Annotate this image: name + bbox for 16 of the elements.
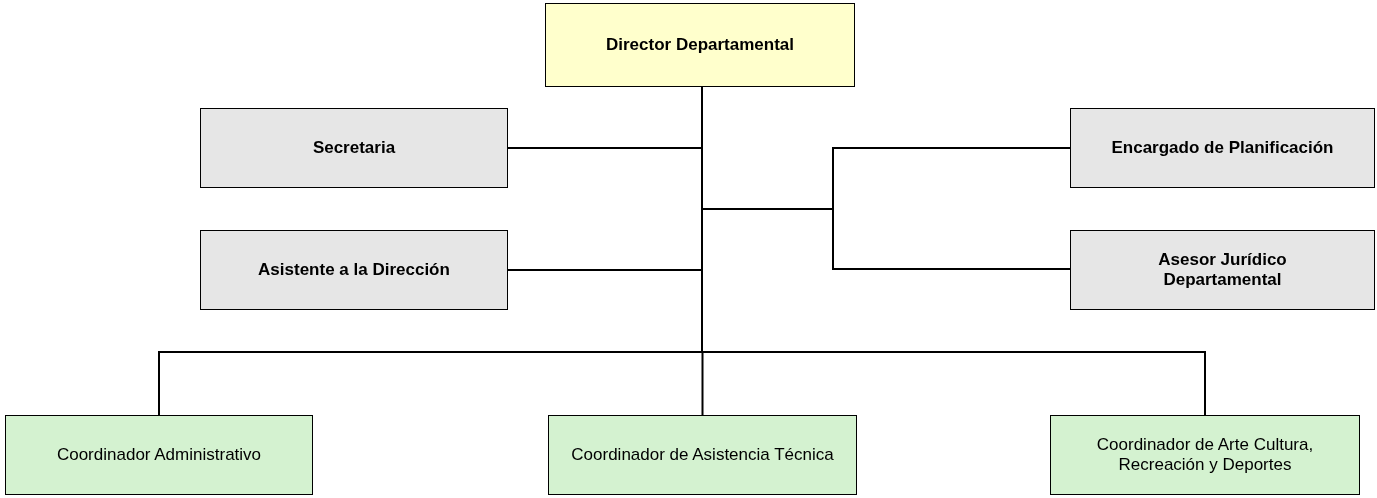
box-label: Coordinador de Asistencia Técnica [570,444,835,466]
staff-box [1070,108,1375,188]
box-label: Secretaria [311,137,397,159]
director-box [545,3,855,87]
box-label: Coordinador de Arte Cultura, Recreación y Deportes [1095,434,1315,476]
box-label: Coordinador Administrativo [55,444,263,466]
coordinator-box [1050,415,1360,495]
coordinator-box [548,415,857,495]
box-label: Encargado de Planificación [1110,137,1335,159]
staff-box [200,108,508,188]
box-label: Director Departamental [605,34,795,56]
staff-box [1070,230,1375,310]
box-label: Asistente a la Dirección [257,259,451,281]
coordinator-box [5,415,313,495]
box-label: Asesor Jurídico Departamental [1157,249,1288,291]
staff-box [200,230,508,310]
